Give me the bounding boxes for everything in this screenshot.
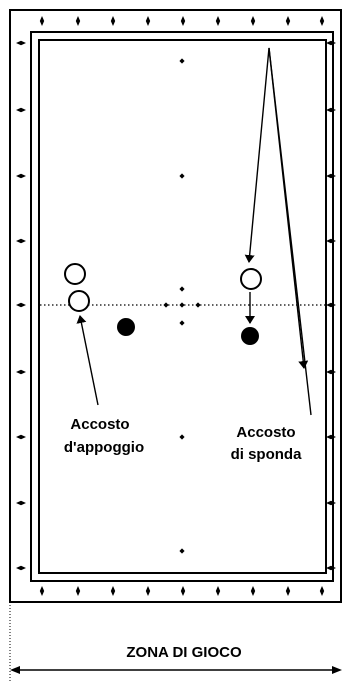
diamond-marker-icon: [16, 500, 26, 506]
diamond-marker-icon: [110, 586, 116, 596]
white-ball-left-top: [64, 263, 86, 285]
center-spots: [163, 58, 201, 554]
diamond-marker-icon: [326, 434, 336, 440]
diamond-marker-icon: [285, 16, 291, 26]
diamond-marker-icon: [145, 586, 151, 596]
table-playing-surface: [38, 39, 327, 574]
label-accosto-appoggio-line1: Accosto: [70, 416, 129, 433]
diamond-marker-icon: [16, 107, 26, 113]
black-ball-right: [241, 327, 259, 345]
center-spot-icon: [179, 58, 185, 64]
diamond-marker-icon: [110, 16, 116, 26]
black-ball-left: [117, 318, 135, 336]
diamond-marker-icon: [16, 369, 26, 375]
label-accosto-sponda-line2: di sponda: [231, 446, 302, 463]
center-spot-icon: [163, 302, 169, 308]
diamond-marker-icon: [250, 586, 256, 596]
path-accosto-sponda-to-ball: [244, 47, 312, 416]
diamond-marker-icon: [326, 40, 336, 46]
diamond-marker-icon: [319, 586, 325, 596]
diamond-marker-icon: [285, 586, 291, 596]
center-spot-icon: [179, 320, 185, 326]
diamond-marker-icon: [326, 302, 336, 308]
diamond-marker-icon: [215, 16, 221, 26]
center-spot-icon: [179, 434, 185, 440]
white-ball-left-bottom: [68, 290, 90, 312]
diamond-marker-icon: [16, 238, 26, 244]
diamond-marker-icon: [326, 173, 336, 179]
diamond-marker-icon: [215, 586, 221, 596]
center-spot-icon: [179, 286, 185, 292]
diamond-marker-icon: [75, 16, 81, 26]
diamond-marker-icon: [319, 16, 325, 26]
label-accosto-appoggio-line2: d'appoggio: [64, 439, 144, 456]
center-spot-icon: [179, 548, 185, 554]
diamond-marker-icon: [326, 565, 336, 571]
center-spot-icon: [179, 302, 185, 308]
zona-arrowhead-right: [332, 666, 342, 674]
diamond-marker-icon: [180, 16, 186, 26]
table-cushion-frame: [30, 31, 334, 582]
diamond-marker-icon: [250, 16, 256, 26]
table-outer-frame: [9, 9, 342, 603]
diamond-marker-icon: [39, 16, 45, 26]
diamond-marker-icon: [16, 565, 26, 571]
diamond-marker-icon: [39, 586, 45, 596]
diamond-marker-icon: [16, 302, 26, 308]
diamond-marker-icon: [75, 586, 81, 596]
diamond-marker-icon: [326, 369, 336, 375]
diamond-marker-icon: [16, 434, 26, 440]
center-spot-icon: [179, 173, 185, 179]
label-accosto-sponda-line1: Accosto: [236, 424, 295, 441]
diamond-marker-icon: [145, 16, 151, 26]
white-ball-right: [240, 268, 262, 290]
arrow-accosto-appoggio: [76, 315, 99, 406]
diamond-marker-icon: [326, 238, 336, 244]
center-spot-icon: [195, 302, 201, 308]
diamond-marker-icon: [16, 40, 26, 46]
diamond-marker-icon: [326, 500, 336, 506]
zona-arrowhead-left: [10, 666, 20, 674]
diamond-marker-icon: [16, 173, 26, 179]
rail-diamonds: [16, 16, 336, 596]
diamond-marker-icon: [180, 586, 186, 596]
arrow-accosto-sponda-rail: [268, 47, 309, 369]
label-zona-di-gioco: ZONA DI GIOCO: [126, 644, 242, 661]
diamond-marker-icon: [326, 107, 336, 113]
